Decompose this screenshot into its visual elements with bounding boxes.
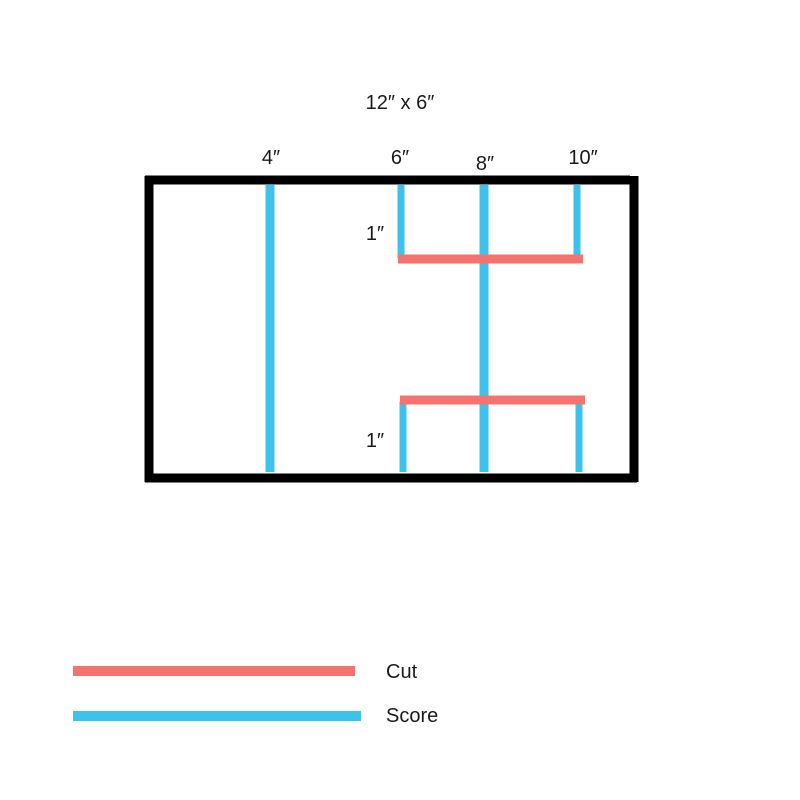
diagram-title: 12″ x 6″ — [366, 92, 435, 114]
mark-6-inch: 6″ — [391, 147, 409, 169]
mark-10-inch: 10″ — [568, 147, 597, 169]
mark-4-inch: 4″ — [262, 147, 280, 169]
cut-lines — [398, 254, 585, 405]
legend-score-label: Score — [386, 705, 438, 727]
score-lines — [265, 185, 583, 472]
mark-8-inch: 8″ — [476, 153, 494, 175]
legend-cut-label: Cut — [386, 661, 418, 683]
side-mark-top: 1″ — [366, 223, 384, 245]
side-mark-bottom: 1″ — [366, 430, 384, 452]
legend: Cut Score — [73, 661, 438, 727]
paper-outline — [144, 175, 639, 483]
